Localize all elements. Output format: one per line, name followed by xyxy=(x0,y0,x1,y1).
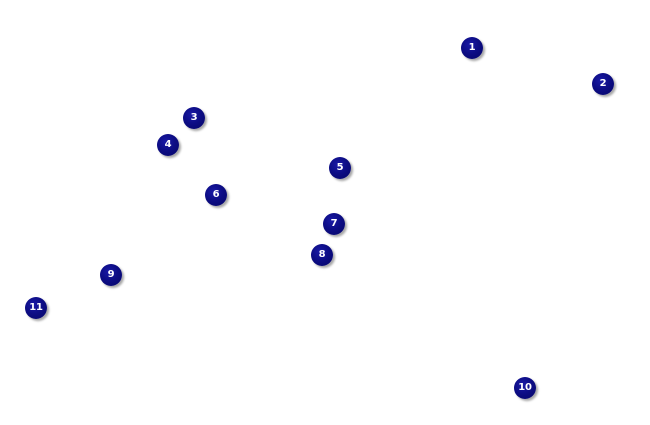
marker-8-label: 8 xyxy=(318,249,326,260)
marker-2[interactable]: 2 xyxy=(592,73,614,95)
marker-6[interactable]: 6 xyxy=(205,184,227,206)
marker-5[interactable]: 5 xyxy=(329,157,351,179)
marker-6-label: 6 xyxy=(212,189,220,200)
marker-4[interactable]: 4 xyxy=(157,134,179,156)
marker-9-label: 9 xyxy=(107,269,115,280)
marker-1[interactable]: 1 xyxy=(461,37,483,59)
marker-10-label: 10 xyxy=(518,382,532,393)
marker-5-label: 5 xyxy=(336,162,344,173)
marker-8[interactable]: 8 xyxy=(311,244,333,266)
marker-11[interactable]: 11 xyxy=(25,297,47,319)
marker-10[interactable]: 10 xyxy=(514,377,536,399)
marker-2-label: 2 xyxy=(599,78,607,89)
marker-7[interactable]: 7 xyxy=(323,213,345,235)
marker-4-label: 4 xyxy=(164,139,172,150)
marker-11-label: 11 xyxy=(29,302,43,313)
marker-7-label: 7 xyxy=(330,218,338,229)
marker-9[interactable]: 9 xyxy=(100,264,122,286)
marker-3-label: 3 xyxy=(190,112,198,123)
marker-3[interactable]: 3 xyxy=(183,107,205,129)
marker-1-label: 1 xyxy=(468,42,476,53)
